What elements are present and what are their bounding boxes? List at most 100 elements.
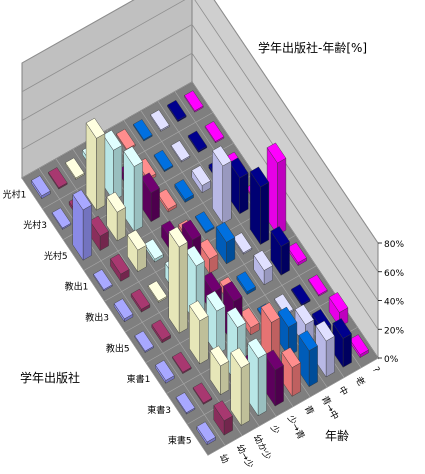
age-label: 幼→少: [234, 442, 257, 470]
bar-教出1-幼: [93, 269, 113, 292]
bar-教出5-?: [287, 242, 307, 267]
bar-光村1-幼か少: [65, 157, 85, 181]
chart-title: 学年出版社-年齢[%]: [258, 40, 367, 55]
bar-教出3-青: [198, 238, 219, 275]
bar-東書5-少: [247, 337, 267, 417]
bar-東書5-青→中: [298, 330, 318, 388]
age-label: 少: [268, 423, 282, 436]
bar-教出1-中: [212, 145, 232, 225]
wall-gridline: [21, 52, 193, 150]
bar-教出5-幼: [134, 330, 154, 354]
bar-東書1-幼か少: [189, 300, 209, 365]
wall-gridline: [194, 0, 379, 272]
wall-gridline: [21, 0, 186, 93]
z-tick-label: 20%: [384, 326, 404, 336]
bar-教出3-青→中: [215, 221, 236, 265]
publisher-label: 教出5: [106, 342, 130, 354]
bar-東書1-老: [291, 284, 311, 307]
bar-教出5-中: [253, 250, 273, 286]
bar-光村3-?: [204, 121, 225, 144]
bar-光村1-老: [167, 99, 187, 123]
bar-東書5-青: [281, 347, 301, 398]
bar-東書5-老: [332, 318, 352, 368]
y-axis-title: 年齢: [325, 428, 349, 443]
age-label: 老: [353, 374, 368, 388]
wall-gridline: [213, 0, 379, 244]
bar-東書3-幼→少: [192, 382, 213, 406]
publisher-label: 光村1: [3, 188, 27, 200]
bar-教出5-幼か少: [168, 226, 188, 334]
bar-光村1-幼: [31, 175, 51, 200]
bar-教出1-幼→少: [110, 253, 130, 283]
bar-光村3-少: [102, 129, 123, 202]
age-label: 幼か少: [251, 433, 274, 462]
bar-光村3-幼か少: [85, 117, 106, 211]
bar-教出1-青→中: [195, 211, 215, 234]
publisher-label: 東書1: [127, 373, 151, 385]
bar-光村5-青→中: [174, 179, 194, 204]
publisher-label: 光村5: [44, 250, 68, 262]
bar-光村1-?: [184, 90, 204, 113]
publisher-label: 光村3: [23, 219, 47, 231]
bar-教出3-?: [266, 142, 287, 236]
bar-教出3-幼: [113, 298, 134, 323]
age-label: 少→青: [285, 413, 308, 441]
z-tick-label: 40%: [384, 298, 404, 308]
publisher-label: 東書5: [168, 435, 192, 447]
bar-東書3-?: [328, 292, 349, 328]
bar-東書3-幼: [175, 392, 196, 415]
bar-光村1-幼→少: [48, 167, 68, 190]
floor-gridline: [38, 168, 226, 446]
publisher-label: 東書3: [147, 404, 171, 416]
bar-東書3-幼か少: [209, 345, 230, 396]
x-axis-title: 学年出版社: [20, 370, 80, 385]
bar-教出5-老: [270, 226, 290, 276]
z-tick-label: 60%: [384, 269, 404, 279]
bar-教出1-老: [229, 157, 249, 215]
bar-教出5-幼→少: [151, 319, 171, 344]
publisher-label: 教出1: [65, 281, 89, 293]
bar-東書1-幼→少: [172, 351, 192, 375]
wall-gridline: [21, 24, 193, 121]
bar-東書5-?: [349, 334, 369, 359]
age-label: 青: [302, 403, 317, 417]
z-tick-label: 0%: [384, 355, 399, 365]
bar-光村3-老: [187, 130, 208, 154]
bar-光村3-青→中: [153, 149, 174, 173]
bar-光村1-中: [150, 109, 170, 133]
bar-東書1-?: [308, 274, 328, 297]
bar-東書5-幼: [196, 421, 216, 446]
bar-光村3-幼: [51, 207, 72, 231]
bar-教出1-少: [144, 238, 164, 263]
floor-gridline: [21, 177, 209, 456]
wall-gridline: [21, 0, 135, 64]
z-tick-label: 80%: [384, 240, 404, 250]
bar-教出3-中: [232, 232, 253, 255]
bar-東書1-幼: [155, 359, 175, 384]
bar-光村5-青: [157, 188, 177, 213]
bar-光村5-中: [191, 165, 211, 194]
bar-東書5-幼→少: [213, 400, 233, 436]
bar-教出3-幼か少: [147, 280, 168, 304]
bar-教出5-青→中: [236, 271, 256, 296]
z-axis-ticks: 0% 20% 40% 60% 80%: [378, 240, 404, 365]
publisher-label: 教出3: [85, 312, 109, 324]
bar-光村5-少→青: [140, 172, 160, 223]
age-label: 幼: [217, 452, 232, 466]
publisher-labels: 光村1 光村3 光村5 教出1 教出3 教出5 東書1 東書3 東書5: [3, 188, 192, 446]
bar-東書5-幼か少: [230, 347, 250, 427]
bar-光村3-中: [170, 140, 191, 163]
bar-光村5-幼: [72, 189, 92, 261]
bar-教出1-幼か少: [127, 229, 147, 273]
bar-東書5-中: [315, 320, 335, 378]
age-label: ?: [370, 366, 381, 375]
age-label: 中: [336, 384, 351, 398]
bar-教出3-幼→少: [130, 288, 151, 313]
age-label: 青→中: [319, 394, 342, 422]
bar-光村1-青→中: [133, 119, 153, 142]
bar-光村5-幼→少: [89, 215, 109, 252]
chart-bars: [31, 90, 369, 446]
bar-光村5-幼か少: [106, 191, 126, 242]
bar-教出3-老: [249, 166, 270, 246]
